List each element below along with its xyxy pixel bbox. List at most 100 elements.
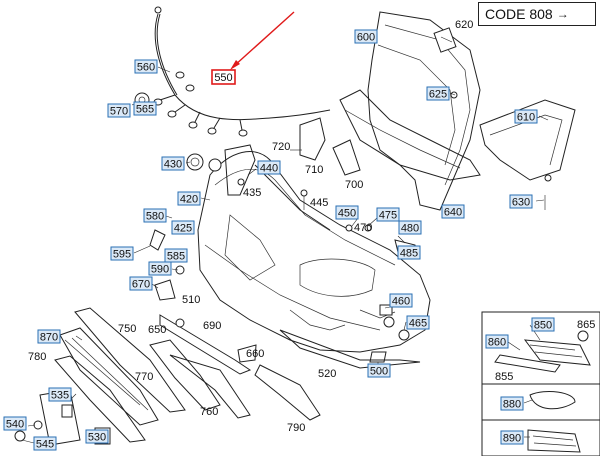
part-label-630[interactable]: 630 [509, 194, 533, 209]
part-label-850[interactable]: 850 [531, 317, 555, 332]
highlight-arrow [230, 11, 295, 70]
part-label-710[interactable]: 710 [305, 164, 323, 176]
svg-text:880: 880 [503, 399, 521, 411]
part-label-465[interactable]: 465 [406, 315, 430, 330]
part-label-595[interactable]: 595 [110, 246, 134, 261]
part-label-700[interactable]: 700 [345, 179, 363, 191]
svg-text:890: 890 [503, 433, 521, 445]
svg-text:565: 565 [136, 104, 154, 116]
svg-text:535: 535 [51, 390, 69, 402]
part-label-550-highlighted[interactable]: 550 [211, 69, 236, 85]
part-label-585[interactable]: 585 [164, 248, 188, 263]
svg-text:610: 610 [517, 112, 535, 124]
part-label-425[interactable]: 425 [171, 220, 195, 235]
svg-text:540: 540 [6, 419, 24, 431]
part-label-435[interactable]: 435 [243, 187, 261, 199]
boxed-labels: 600 560 570 565 550 625 610 430 440 420 … [3, 29, 555, 451]
part-label-580[interactable]: 580 [143, 208, 167, 223]
part-label-460[interactable]: 460 [389, 293, 413, 308]
part-label-640[interactable]: 640 [441, 204, 465, 219]
svg-text:670: 670 [132, 279, 150, 291]
part-label-625[interactable]: 625 [426, 86, 450, 101]
part-label-650[interactable]: 650 [148, 324, 166, 336]
code-label: CODE 808 [485, 6, 553, 22]
svg-text:850: 850 [534, 320, 552, 332]
svg-text:460: 460 [392, 296, 410, 308]
part-label-855[interactable]: 855 [495, 371, 513, 383]
part-label-670[interactable]: 670 [129, 276, 153, 291]
svg-text:420: 420 [180, 194, 198, 206]
part-label-750[interactable]: 750 [118, 323, 136, 335]
part-label-790[interactable]: 790 [287, 422, 305, 434]
part-label-770[interactable]: 770 [135, 371, 153, 383]
svg-text:590: 590 [151, 264, 169, 276]
svg-text:600: 600 [357, 32, 375, 44]
svg-text:560: 560 [137, 62, 155, 74]
part-label-870[interactable]: 870 [37, 329, 61, 344]
part-label-480[interactable]: 480 [398, 220, 422, 235]
part-label-560[interactable]: 560 [134, 59, 158, 74]
part-label-430[interactable]: 430 [161, 156, 185, 171]
code-808-badge: CODE 808 → [478, 2, 596, 26]
part-label-535[interactable]: 535 [48, 387, 72, 402]
svg-text:545: 545 [36, 439, 54, 451]
part-label-780[interactable]: 780 [28, 351, 46, 363]
bumper-cover-drawing [186, 144, 431, 353]
part-label-540[interactable]: 540 [3, 416, 27, 431]
svg-text:450: 450 [338, 208, 356, 220]
part-label-860[interactable]: 860 [485, 334, 509, 349]
part-label-570[interactable]: 570 [107, 103, 131, 118]
part-label-445[interactable]: 445 [310, 197, 328, 209]
part-label-440[interactable]: 440 [257, 160, 281, 175]
svg-text:585: 585 [167, 251, 185, 263]
part-label-545[interactable]: 545 [33, 436, 57, 451]
part-label-500[interactable]: 500 [367, 363, 391, 378]
svg-text:425: 425 [174, 223, 192, 235]
part-label-420[interactable]: 420 [177, 191, 201, 206]
svg-text:870: 870 [40, 332, 58, 344]
part-label-530[interactable]: 530 [85, 429, 109, 444]
part-label-470[interactable]: 470 [354, 222, 372, 234]
part-label-485[interactable]: 485 [397, 245, 421, 260]
svg-text:860: 860 [488, 337, 506, 349]
part-label-620[interactable]: 620 [455, 19, 473, 31]
svg-text:630: 630 [512, 197, 530, 209]
svg-text:530: 530 [88, 432, 106, 444]
part-label-720[interactable]: 720 [272, 141, 290, 153]
svg-text:480: 480 [401, 223, 419, 235]
part-label-450[interactable]: 450 [335, 205, 359, 220]
part-label-590[interactable]: 590 [148, 261, 172, 276]
part-label-865[interactable]: 865 [577, 319, 595, 331]
part-label-520[interactable]: 520 [318, 368, 336, 380]
svg-text:465: 465 [409, 318, 427, 330]
svg-text:570: 570 [110, 106, 128, 118]
mount-brackets-drawing [290, 117, 361, 176]
lower-trims-drawing [14, 229, 421, 446]
part-label-565[interactable]: 565 [133, 101, 157, 116]
svg-text:440: 440 [260, 163, 278, 175]
part-label-690[interactable]: 690 [203, 320, 221, 332]
svg-text:430: 430 [164, 159, 182, 171]
svg-text:485: 485 [400, 248, 418, 260]
part-label-880[interactable]: 880 [500, 396, 524, 411]
svg-text:580: 580 [146, 211, 164, 223]
svg-text:550: 550 [214, 72, 232, 84]
svg-text:640: 640 [444, 207, 462, 219]
part-label-510[interactable]: 510 [182, 294, 200, 306]
svg-text:500: 500 [370, 366, 388, 378]
plain-labels: 620 720 710 700 435 445 470 510 690 650 … [28, 19, 595, 434]
part-label-890[interactable]: 890 [500, 430, 524, 445]
part-label-610[interactable]: 610 [514, 109, 538, 124]
bumper-carrier-drawing [339, 11, 576, 211]
part-label-760[interactable]: 760 [200, 406, 218, 418]
part-label-600[interactable]: 600 [354, 29, 378, 44]
svg-text:595: 595 [113, 249, 131, 261]
part-label-475[interactable]: 475 [376, 207, 400, 222]
part-label-660[interactable]: 660 [246, 348, 264, 360]
svg-text:475: 475 [379, 210, 397, 222]
svg-text:625: 625 [429, 89, 447, 101]
inset-panels [481, 311, 600, 457]
arrow-right-icon: → [556, 7, 569, 21]
